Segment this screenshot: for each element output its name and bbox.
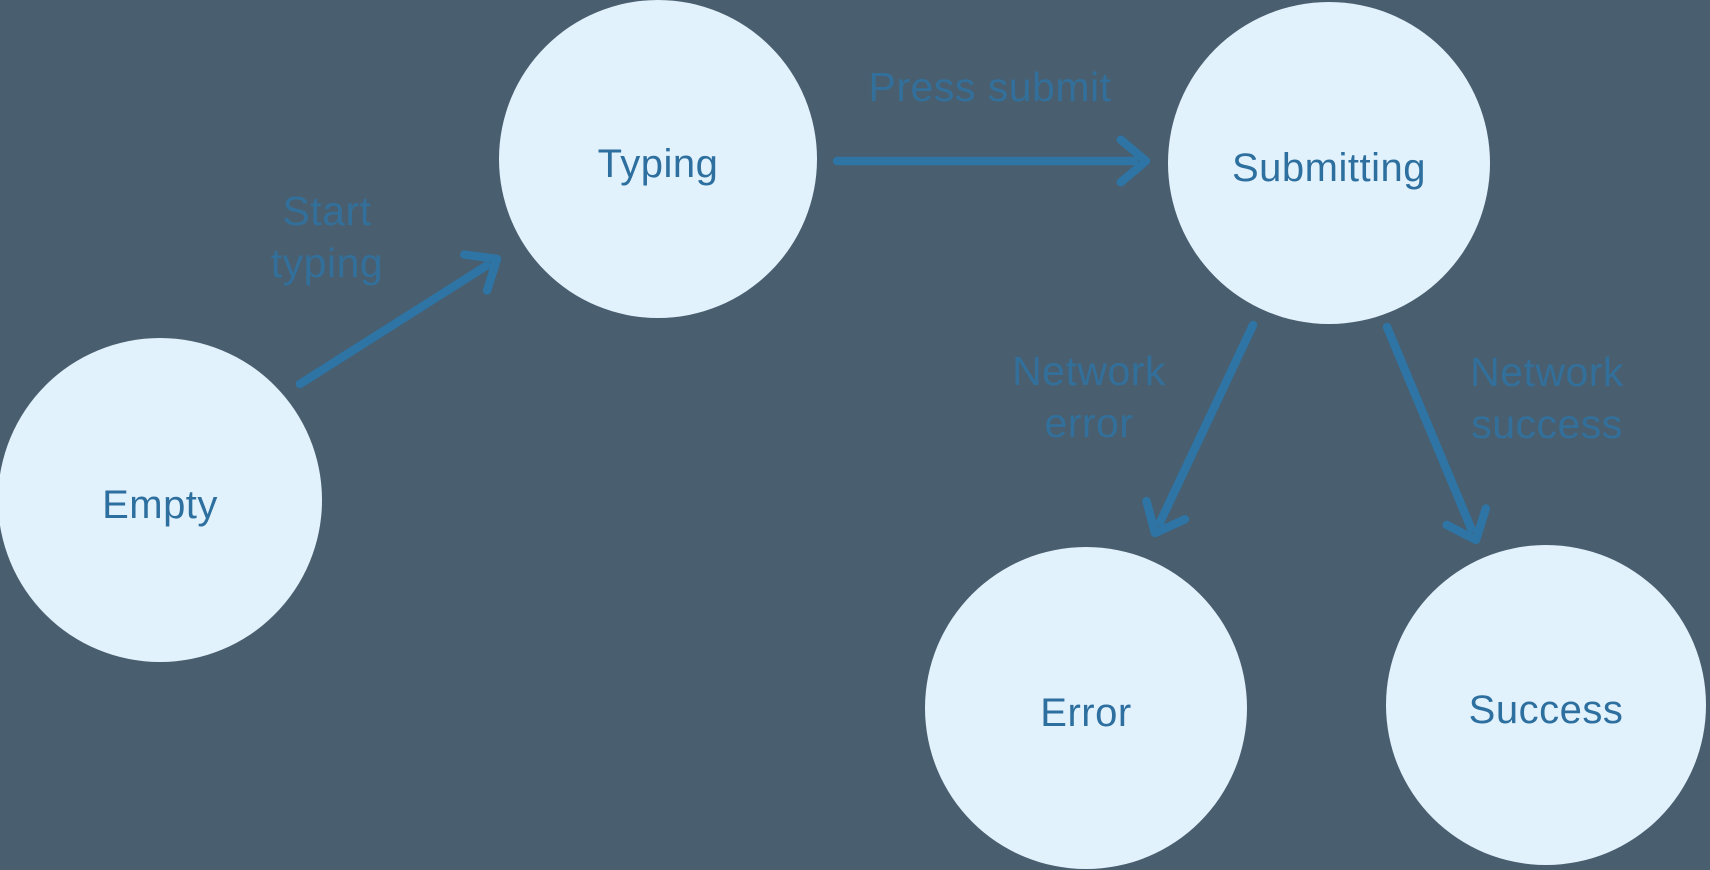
arrow-shaft-network-success — [1382, 322, 1476, 534]
arrow-head-press-submit — [1116, 135, 1151, 187]
arrow-shaft-start-typing — [295, 261, 492, 389]
transition-arrow-start-typing — [295, 250, 502, 389]
transition-label-press-submit: Press submit — [868, 64, 1112, 110]
arrow-head-network-success — [1442, 504, 1491, 545]
state-node-submitting: Submitting — [1168, 2, 1490, 324]
transition-arrow-press-submit — [832, 135, 1151, 187]
transition-arrow-network-error — [1142, 320, 1258, 538]
transition-arrow-network-success — [1382, 322, 1491, 545]
arrow-head-start-typing — [460, 250, 502, 295]
state-label-success: Success — [1468, 687, 1624, 732]
state-label-error: Error — [1040, 690, 1132, 735]
state-label-typing: Typing — [597, 141, 719, 186]
state-label-submitting: Submitting — [1232, 145, 1426, 190]
transition-label-start-typing: Start typing — [270, 188, 384, 286]
transition-label-network-error: Network error — [1012, 348, 1166, 446]
arrow-shaft-network-error — [1155, 320, 1258, 527]
state-node-typing: Typing — [499, 0, 817, 318]
state-node-error: Error — [925, 547, 1247, 869]
transition-label-network-success: Network success — [1470, 349, 1624, 447]
state-label-empty: Empty — [102, 482, 218, 527]
arrow-head-network-error — [1142, 496, 1190, 538]
state-node-empty: Empty — [0, 338, 322, 662]
state-node-success: Success — [1386, 545, 1706, 865]
